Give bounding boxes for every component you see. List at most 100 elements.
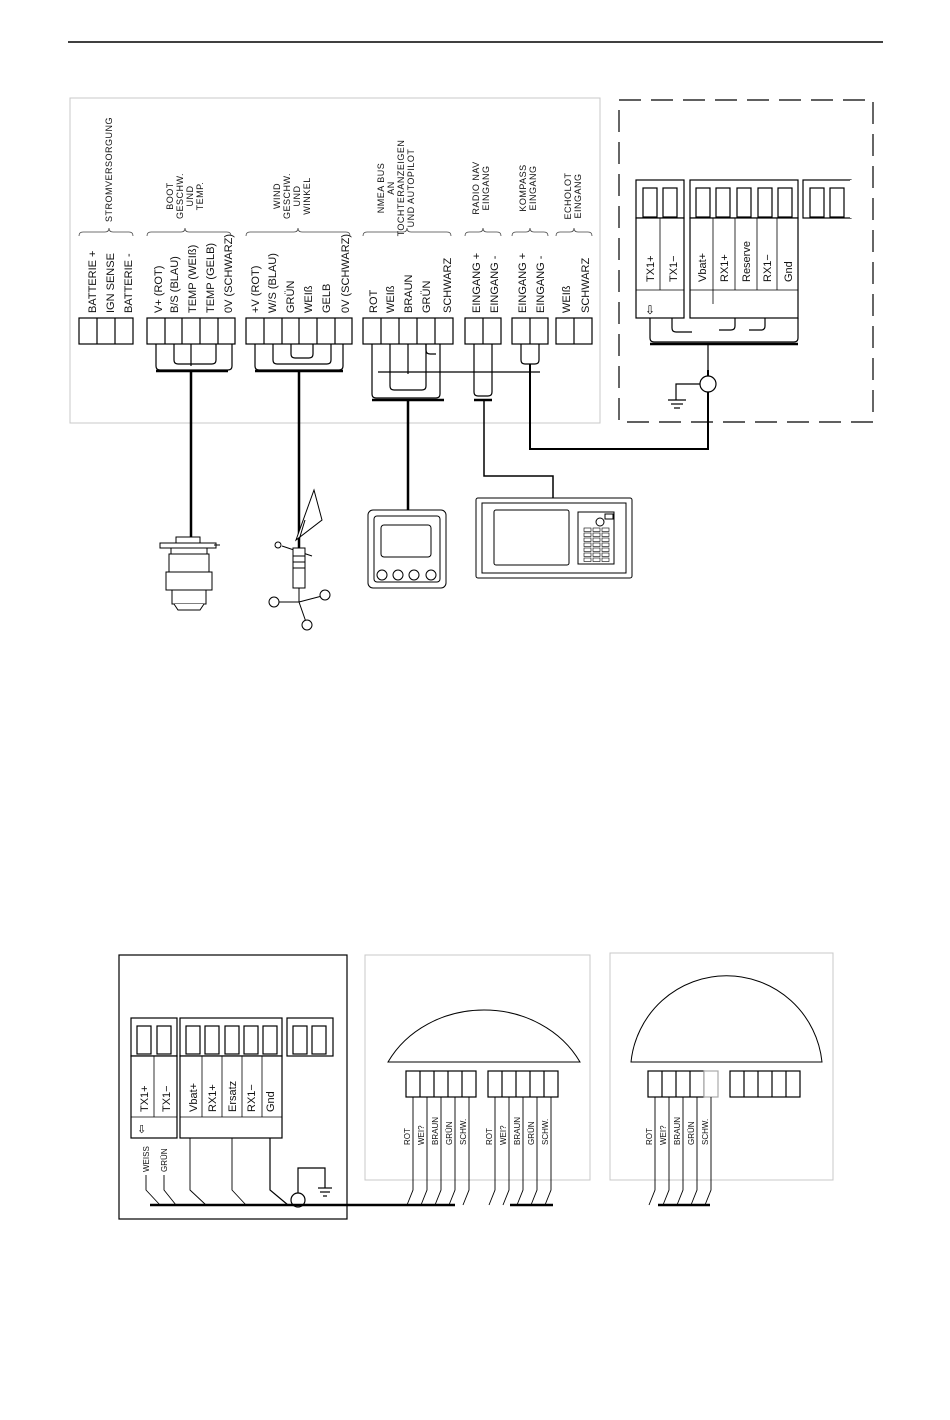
group-title-line: RADIO NAV [471, 161, 481, 214]
instrument-1-outline [364, 954, 591, 1181]
wire-label: ROT [403, 1128, 412, 1145]
wire [462, 1097, 470, 1206]
wire [690, 1097, 698, 1206]
remote-terminal-label: RX1− [246, 1084, 258, 1112]
wire [648, 1097, 656, 1206]
remote-terminal-label: Gnd [783, 261, 795, 282]
group-brackets [78, 227, 593, 237]
terminal-label: EINGANG + [471, 253, 483, 313]
terminal-label: SCHWARZ [580, 258, 592, 313]
wire [676, 1097, 684, 1206]
power-terminal-block [78, 317, 134, 345]
group-title-line: TEMP. [195, 182, 205, 211]
group-title-line: WINKEL [302, 177, 312, 215]
keypad-key [601, 547, 610, 552]
radionav-plotter [475, 497, 633, 579]
terminal-label: B/S (BLAU) [169, 256, 181, 313]
remote-terminal-label: TX1+ [645, 255, 657, 282]
keypad-key [592, 532, 601, 537]
terminal-label: 0V (SCHWARZ) [223, 234, 235, 313]
wire [420, 1097, 428, 1206]
keypad-key [583, 552, 592, 557]
keypad-key [601, 542, 610, 547]
group-title-line: TOCHTERANZEIGEN [396, 140, 406, 237]
boat-terminal-block [146, 317, 236, 345]
wire-label: WEISS [142, 1146, 151, 1172]
group-title-line: UND AUTOPILOT [406, 149, 416, 228]
wire-label: SCHW. [459, 1119, 468, 1145]
instrument-2-outline [609, 952, 834, 1181]
group-title-line: GESCHW. [175, 173, 185, 219]
group-title-line: EINGANG [528, 165, 538, 210]
remote-terminal-label: TX1− [161, 1085, 173, 1112]
wire-label: GRÜN [527, 1121, 536, 1145]
keypad-key [583, 532, 592, 537]
group-title-line: KOMPASS [518, 164, 528, 211]
remote-terminal-label: TX1+ [139, 1085, 151, 1112]
terminal-label: BATTERIE + [87, 251, 99, 313]
wire-label: WEI? [417, 1125, 426, 1145]
wire-label: SCHW. [701, 1119, 710, 1145]
terminal-label: WEIß [561, 285, 573, 313]
remote-terminal-label: RX1+ [719, 254, 731, 282]
wire [488, 1097, 496, 1206]
wire [502, 1097, 510, 1206]
remote-terminal-label: Vbat+ [188, 1083, 200, 1112]
terminal-label: EINGANG - [489, 255, 501, 313]
group-title-line: EINGANG [481, 165, 491, 210]
remote-terminal-label: Reserve [741, 241, 753, 282]
keypad-key [583, 537, 592, 542]
wire-label: BRAUN [513, 1117, 522, 1145]
remote-terminal-label: TX1− [668, 255, 680, 282]
terminal-label: TEMP (GELB) [205, 243, 217, 313]
wire-label: BRAUN [431, 1117, 440, 1145]
terminal-wiring [155, 344, 717, 548]
wire [448, 1097, 456, 1206]
group-title-line: AN [386, 181, 396, 195]
remote-terminal-label: Gnd [265, 1091, 277, 1112]
wire-label: BRAUN [673, 1117, 682, 1145]
remote-box-bottom [118, 954, 348, 1220]
remote-terminal-label: Ersatz [227, 1081, 239, 1112]
keypad-key [601, 537, 610, 542]
wire [530, 1097, 538, 1206]
group-title-line: ECHOLOT [563, 172, 573, 219]
terminal-label: SCHWARZ [442, 258, 454, 313]
keypad-key [601, 527, 610, 532]
terminal-label: ROT [368, 290, 380, 314]
keypad-key [583, 557, 592, 562]
terminal-label: BATTERIE - [123, 253, 135, 313]
terminal-label: W/S (BLAU) [267, 253, 279, 313]
instrument-1-dome [387, 1009, 581, 1063]
wire [704, 1097, 712, 1206]
remote-terminal-label: RX1+ [207, 1084, 219, 1112]
instrument-2-dome [630, 975, 823, 1063]
group-title-line: GESCHW. [282, 173, 292, 219]
group-power-label: STROMVERSORGUNG [104, 117, 114, 222]
wire-label: ROT [645, 1128, 654, 1145]
nmea-terminal-block [362, 317, 454, 345]
remote-terminal-label: RX1− [762, 254, 774, 282]
keypad-key [601, 532, 610, 537]
wire-label: GRÜN [687, 1121, 696, 1145]
terminal-label: V+ (ROT) [153, 266, 165, 313]
nmea-repeater-display [367, 509, 447, 589]
keypad-key [583, 547, 592, 552]
terminal-blocks [78, 317, 593, 345]
wire [662, 1097, 670, 1206]
terminal-label: BRAUN [403, 274, 415, 313]
keypad-key [592, 537, 601, 542]
terminal-label: WEIß [303, 285, 315, 313]
keypad-key [592, 547, 601, 552]
wire [516, 1097, 524, 1206]
